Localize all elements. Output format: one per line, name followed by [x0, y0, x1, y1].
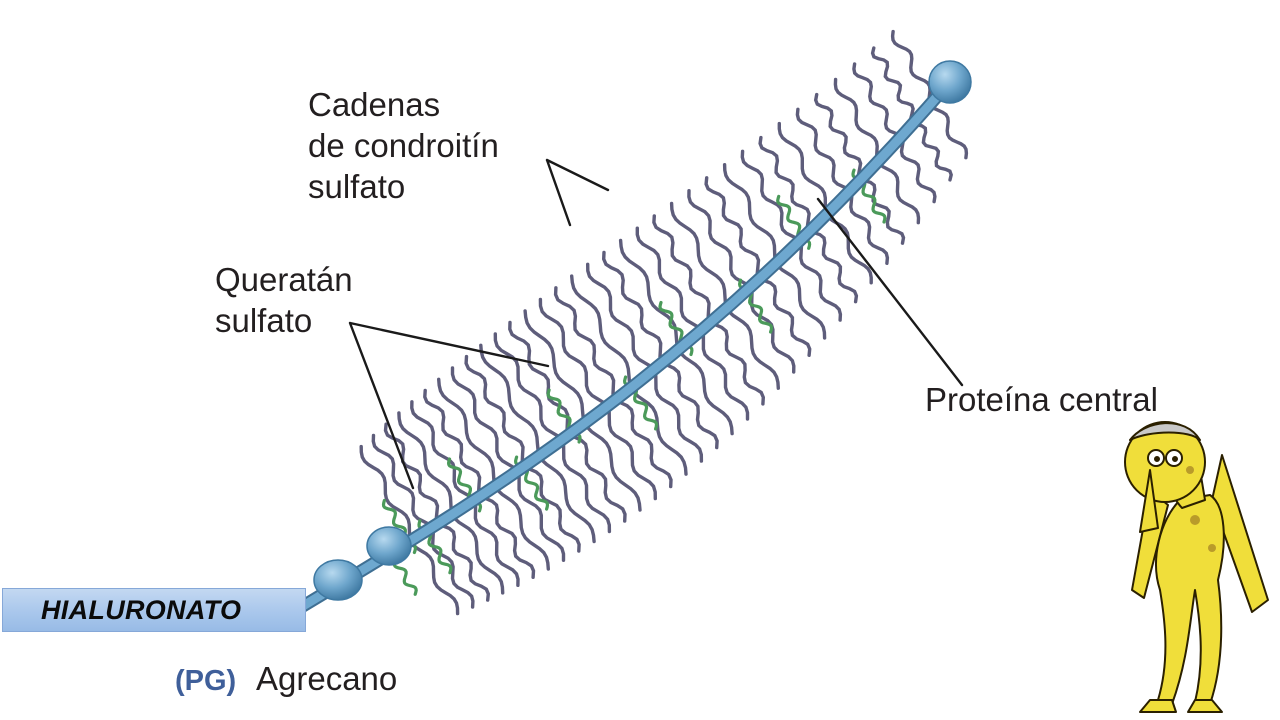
chondroitin-chain	[852, 62, 937, 204]
chondroitin-chain	[704, 176, 812, 357]
chondroitin-chain	[618, 238, 734, 436]
leader-lines	[348, 158, 964, 490]
chondroitin-chain	[523, 309, 642, 512]
chondroitin-chain	[601, 250, 719, 450]
chondroitin-chain	[383, 422, 491, 602]
chondroitin-chain	[553, 286, 673, 489]
core-protein-end-bulb	[928, 60, 972, 104]
mr-burns-cartoon-icon	[1124, 421, 1269, 713]
leader-line-chondroitin	[545, 158, 610, 227]
chondroitin-chain	[669, 201, 780, 390]
chondroitin-chain	[890, 29, 969, 160]
chondroitin-chain	[586, 262, 704, 463]
chondroitin-chain	[652, 214, 766, 406]
chondroitin-chain	[437, 377, 550, 571]
chondroitin-chain	[359, 444, 460, 616]
chondroitin-chain	[570, 274, 688, 476]
chondroitin-chain	[740, 149, 843, 322]
hyaluronate-label: HIALURONATO	[41, 595, 242, 625]
hyaluronate-bulb	[366, 526, 412, 566]
chondroitin-chain	[410, 400, 520, 587]
chondroitin-chain	[813, 92, 906, 245]
chondroitin-chain	[795, 107, 890, 265]
chondroitin-chain	[833, 77, 921, 225]
chondroitin-chain	[397, 411, 505, 595]
chondroitin-chain	[423, 388, 536, 579]
keratan-sulfate-label: Queratán sulfato	[215, 261, 353, 339]
chondroitin-chain	[635, 226, 750, 421]
core-protein	[296, 60, 972, 613]
chondroitin-chain	[538, 297, 657, 501]
chondroitin-chain	[371, 433, 475, 609]
chondroitin-sulfate-label: Cadenas de condroitín sulfato	[308, 86, 499, 205]
chondroitin-chain	[870, 46, 953, 182]
hyaluronate-bulb	[313, 559, 363, 601]
aggrecan-label: Agrecano	[256, 660, 398, 697]
chondroitin-chain	[493, 332, 612, 534]
chondroitin-chain	[777, 121, 873, 285]
pg-label: (PG)	[175, 665, 237, 697]
leader-line-keratan	[348, 321, 550, 490]
leader-line-core-protein	[816, 197, 964, 387]
hyaluronate-label-box: HIALURONATO	[2, 588, 306, 632]
chondroitin-chain	[722, 163, 827, 340]
chondroitin-chain	[464, 354, 581, 553]
chondroitin-chain	[508, 320, 627, 523]
core-protein-label: Proteína central	[925, 381, 1158, 418]
chondroitin-sulfate-chains	[359, 29, 969, 616]
chondroitin-chain	[450, 366, 566, 562]
chondroitin-chain	[479, 343, 596, 544]
chondroitin-chain	[758, 135, 859, 304]
